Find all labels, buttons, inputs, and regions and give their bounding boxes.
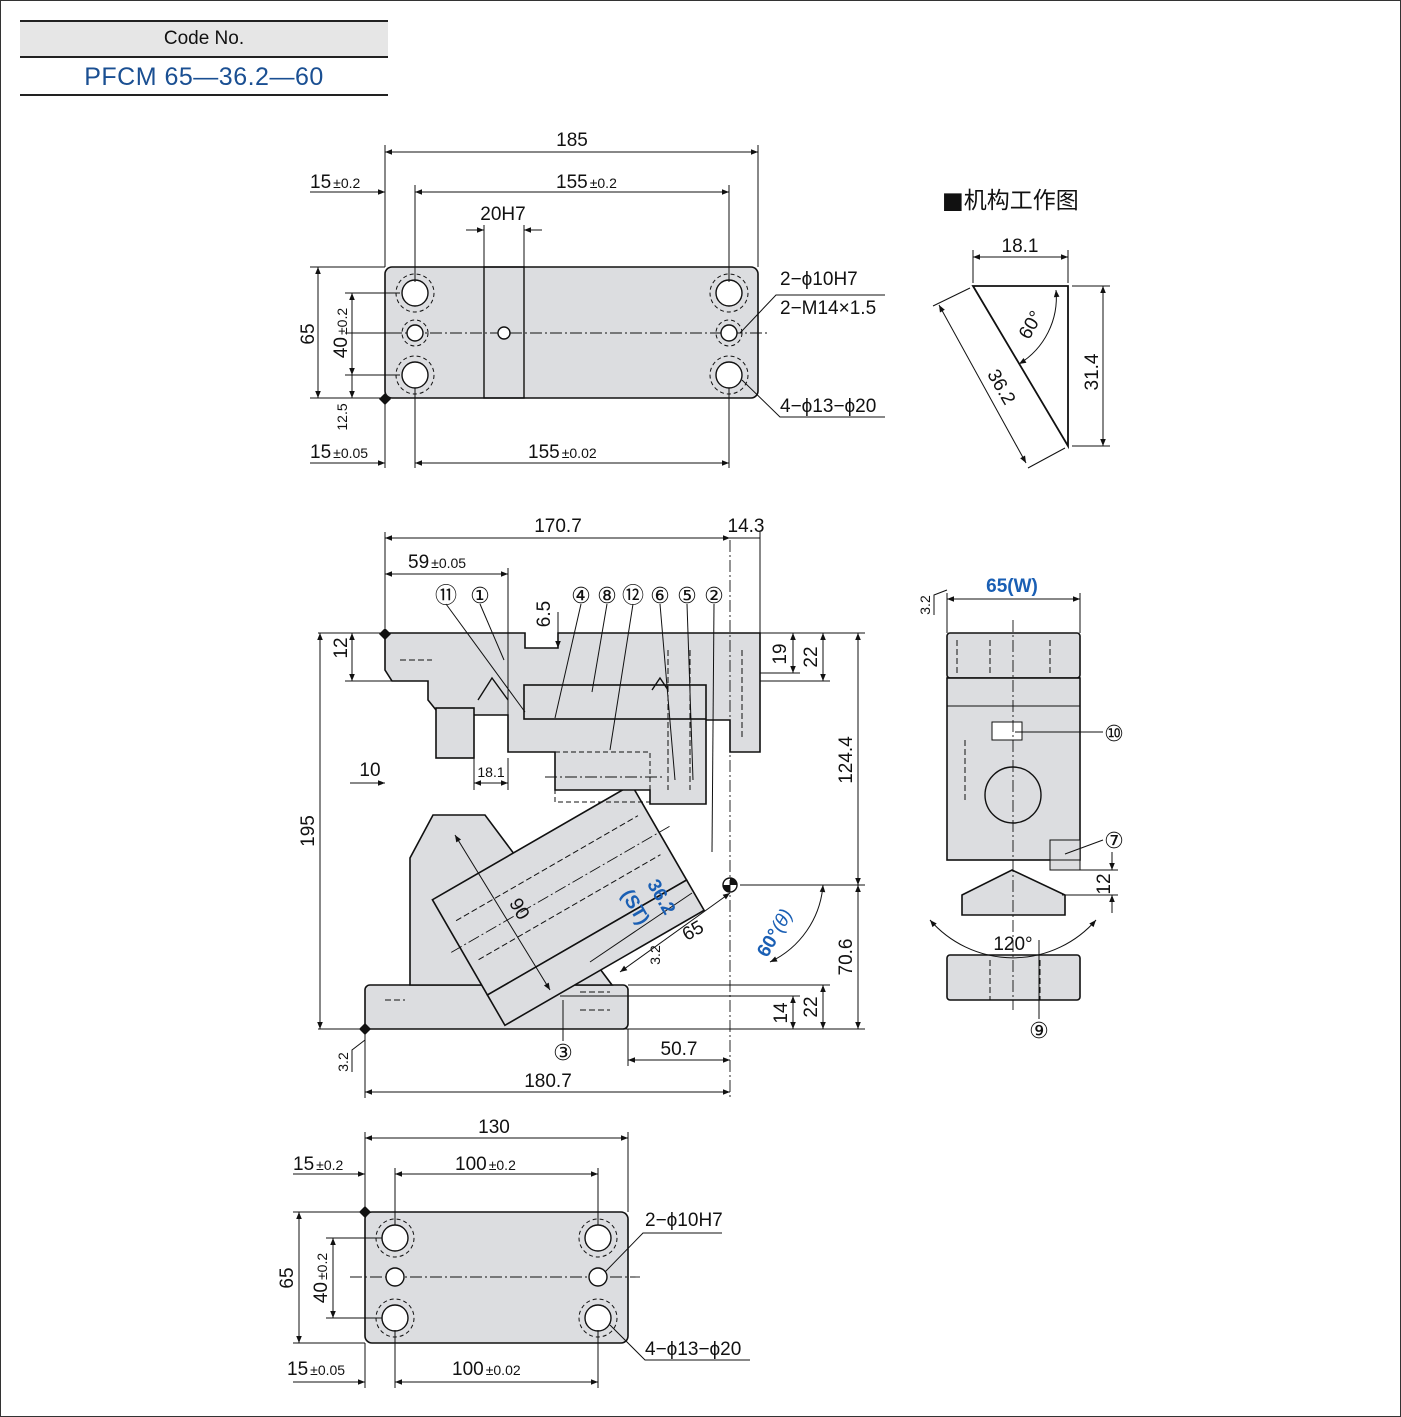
side-part-7: ⑦ xyxy=(1104,829,1124,854)
top-inner-height-dim: 40±0.2 xyxy=(331,308,352,359)
front-dim-10: 10 xyxy=(359,760,380,781)
front-dim-22: 22 xyxy=(801,646,822,667)
top-hole-2 xyxy=(401,361,429,389)
mechanism-height-dim: 31.4 xyxy=(1082,353,1103,390)
bottom-pin-hole-2 xyxy=(588,1267,608,1287)
top-pitch-dim: 155±0.2 xyxy=(556,172,617,193)
side-top-block xyxy=(946,632,1081,679)
side-roughness: 3.2 xyxy=(917,595,933,615)
front-roughness: 3.2 xyxy=(335,1052,351,1072)
front-dim-170: 170.7 xyxy=(534,516,582,537)
side-dim-12: 12 xyxy=(1094,873,1115,894)
bottom-hole-4 xyxy=(584,1304,612,1332)
bottom-hole-3 xyxy=(584,1224,612,1252)
mechanism-title: ■机构工作图 xyxy=(942,188,1079,214)
bottom-hole-2 xyxy=(381,1304,409,1332)
top-overall-dim: 185 xyxy=(556,130,588,151)
front-dim-59: 59±0.05 xyxy=(408,552,466,573)
top-hole-note-3: 4−ϕ13−ϕ20 xyxy=(780,396,876,417)
front-dim-14b: 14 xyxy=(771,1002,792,1024)
front-part-1: ① xyxy=(470,584,490,609)
front-angle: 60°(θ) xyxy=(753,906,797,961)
front-part-5: ⑤ xyxy=(677,584,697,609)
top-edge2-dim: 15±0.05 xyxy=(310,442,368,463)
front-dim-14: 14.3 xyxy=(728,516,765,537)
mechanism-stroke-dim: 36.2 xyxy=(982,366,1019,409)
front-dim-19: 19 xyxy=(770,643,791,664)
front-cam-block xyxy=(523,684,707,720)
top-hole-note-1: 2−ϕ10H7 xyxy=(780,269,858,290)
bottom-pitch2-dim: 100±0.02 xyxy=(452,1359,521,1380)
front-dim-50: 50.7 xyxy=(661,1039,698,1060)
top-view: 185 15±0.2 155±0.2 20H7 65 40±0.2 12.5 1… xyxy=(298,130,885,468)
side-base xyxy=(946,954,1081,1001)
top-hole-note-2: 2−M14×1.5 xyxy=(780,298,876,319)
mechanism-diagram: ■机构工作图 18.1 60° 36.2 31.4 xyxy=(932,188,1110,469)
bottom-edge2-dim: 15±0.05 xyxy=(287,1359,345,1380)
side-part-10: ⑩ xyxy=(1104,722,1124,747)
front-part-12: ⑫ xyxy=(622,584,644,609)
top-slot-dim: 20H7 xyxy=(480,204,525,225)
front-roughness-2: 3.2 xyxy=(647,945,663,965)
code-value: PFCM 65—36.2—60 xyxy=(20,58,388,96)
bottom-view: 130 15±0.2 100±0.2 65 40±0.2 15±0.05 100… xyxy=(277,1117,750,1388)
bottom-hole-note-2: 4−ϕ13−ϕ20 xyxy=(645,1339,741,1360)
front-shaft xyxy=(435,707,475,759)
bottom-edge-dim: 15±0.2 xyxy=(293,1154,344,1175)
bottom-plate xyxy=(364,1211,629,1344)
top-bottom-offset-dim: 12.5 xyxy=(334,403,350,430)
side-width: 65(W) xyxy=(986,576,1038,597)
front-dim-18: 18.1 xyxy=(477,764,504,780)
front-dim-6-5: 6.5 xyxy=(534,601,555,627)
front-part-2: ② xyxy=(704,584,724,609)
top-hole-1 xyxy=(401,279,429,307)
code-header: Code No. xyxy=(20,20,388,58)
top-hole-4 xyxy=(715,361,743,389)
bottom-hole-1 xyxy=(381,1224,409,1252)
front-view: ⑪ ① ④ ⑧ ⑫ ⑥ ⑤ ② ③ 170.7 14.3 59±0.05 6.5… xyxy=(298,516,865,1098)
top-edge-dim: 15±0.2 xyxy=(310,172,361,193)
top-height-dim: 65 xyxy=(298,323,319,344)
mechanism-triangle xyxy=(971,285,1069,450)
front-dim-12: 12 xyxy=(331,637,352,658)
bottom-height-dim: 65 xyxy=(277,1267,298,1288)
bottom-overall-dim: 130 xyxy=(478,1117,510,1138)
mechanism-width-dim: 18.1 xyxy=(1002,236,1039,257)
top-slot xyxy=(483,266,525,399)
front-dim-180: 180.7 xyxy=(524,1071,572,1092)
bottom-hole-note-1: 2−ϕ10H7 xyxy=(645,1210,723,1231)
front-part-6: ⑥ xyxy=(650,584,670,609)
side-angle: 120° xyxy=(993,934,1032,955)
front-dim-70: 70.6 xyxy=(836,939,857,976)
side-view: 65(W) 3.2 120° 12 ⑩ ⑦ ⑨ xyxy=(917,576,1124,1044)
code-number-box: Code No. PFCM 65—36.2—60 xyxy=(20,20,388,96)
front-dim-124: 124.4 xyxy=(836,736,857,784)
side-part-9: ⑨ xyxy=(1029,1019,1049,1044)
top-plate xyxy=(384,266,759,399)
front-part-11: ⑪ xyxy=(435,584,457,609)
top-pitch2-dim: 155±0.02 xyxy=(528,442,597,463)
side-vblock xyxy=(961,869,1066,916)
front-dim-22b: 22 xyxy=(801,996,822,1017)
front-part-4: ④ xyxy=(571,584,591,609)
front-part-3: ③ xyxy=(553,1041,573,1066)
bottom-pin-hole-1 xyxy=(385,1267,405,1287)
front-part-8: ⑧ xyxy=(597,584,617,609)
bottom-pitch-dim: 100±0.2 xyxy=(455,1154,516,1175)
front-dim-195: 195 xyxy=(298,815,319,847)
top-pin-hole-2 xyxy=(720,324,738,342)
bottom-inner-height-dim: 40±0.2 xyxy=(311,1253,332,1304)
top-hole-3 xyxy=(715,279,743,307)
top-pin-hole-1 xyxy=(406,324,424,342)
